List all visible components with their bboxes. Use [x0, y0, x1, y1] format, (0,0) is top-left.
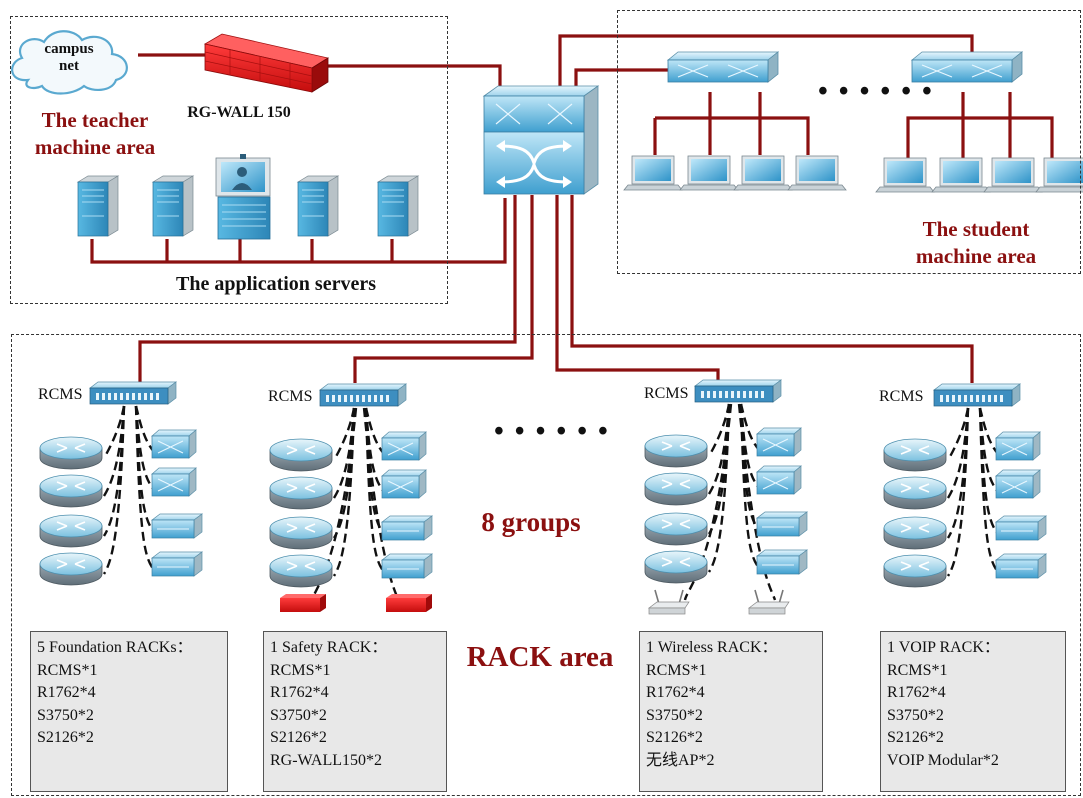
core-switch-icon — [482, 85, 600, 195]
console-cable — [946, 407, 970, 577]
rack-item: RCMS*1 — [37, 661, 98, 679]
rack-item: RCMS*1 — [887, 661, 948, 679]
rack-info-box-foundation: 5 Foundation RACKs： RCMS*1 R1762*4 S3750… — [30, 631, 228, 792]
rack-title: 1 Safety RACK： — [270, 639, 388, 656]
rack-title: 1 Wireless RACK： — [646, 639, 778, 656]
student-area-box — [617, 10, 1081, 274]
rack-item: S2126*2 — [887, 729, 944, 746]
rcms-label: RCMS — [644, 385, 689, 402]
student-area-label: The student machine area — [915, 217, 1037, 268]
rack-title: 1 VOIP RACK： — [887, 639, 1000, 656]
console-cable — [102, 405, 126, 575]
rack-item: RG-WALL150*2 — [270, 751, 382, 769]
link-firewall-core — [325, 64, 502, 95]
rack-item: S2126*2 — [270, 729, 327, 746]
rack-area-label: RACK area — [466, 641, 614, 673]
rack-item: S2126*2 — [646, 729, 703, 746]
rack-item: S3750*2 — [270, 706, 327, 724]
link-core-rack4 — [570, 195, 974, 383]
console-cable — [332, 407, 356, 577]
groups-label: 8 groups — [481, 507, 581, 537]
campus-net-label: campus net — [44, 41, 94, 74]
link-core-rack1 — [138, 195, 517, 383]
network-links — [90, 34, 1054, 383]
app-servers-label: The application servers — [176, 273, 376, 295]
rcms-label: RCMS — [268, 388, 313, 405]
teacher-area-box — [10, 16, 448, 304]
rack-item: S2126*2 — [37, 729, 94, 746]
rack-item: S3750*2 — [887, 706, 944, 724]
teacher-area-label: The teacher machine area — [34, 108, 156, 159]
rack-info-box-safety: 1 Safety RACK： RCMS*1 R1762*4 S3750*2 S2… — [263, 631, 447, 792]
cloud-icon — [11, 30, 128, 95]
workstation-icon — [215, 154, 271, 240]
firewall-label: RG-WALL 150 — [187, 104, 291, 121]
rack-item: R1762*4 — [887, 684, 946, 701]
student-ellipsis: • • • • • • — [818, 76, 934, 107]
rcms-label: RCMS — [879, 388, 924, 405]
rack-item: R1762*4 — [270, 684, 329, 701]
link-core-rack3 — [555, 195, 720, 383]
racks-layer — [39, 379, 1047, 615]
link-core-student-sw2 — [558, 34, 974, 92]
rack-item: S3750*2 — [646, 706, 703, 724]
console-cable — [707, 403, 731, 573]
rack-item: S3750*2 — [37, 706, 94, 724]
rack-item: VOIP Modular*2 — [887, 751, 999, 769]
rack-ellipsis: • • • • • • — [494, 416, 610, 447]
rack-item: R1762*4 — [646, 684, 705, 701]
rack-info-box-wireless: 1 Wireless RACK： RCMS*1 R1762*4 S3750*2 … — [639, 631, 823, 792]
rack-item: R1762*4 — [37, 684, 96, 701]
firewall-icon — [203, 33, 330, 93]
rack-item: 无线AP*2 — [646, 751, 715, 769]
rack-item: RCMS*1 — [646, 661, 707, 679]
link-servers-bus — [90, 198, 507, 264]
link-core-rack2 — [353, 195, 534, 383]
rack-item: RCMS*1 — [270, 661, 331, 679]
rack-title: 5 Foundation RACKs： — [37, 639, 193, 656]
rack-area-box — [11, 334, 1081, 796]
rcms-label: RCMS — [38, 386, 83, 403]
rack-info-box-voip: 1 VOIP RACK： RCMS*1 R1762*4 S3750*2 S212… — [880, 631, 1066, 792]
